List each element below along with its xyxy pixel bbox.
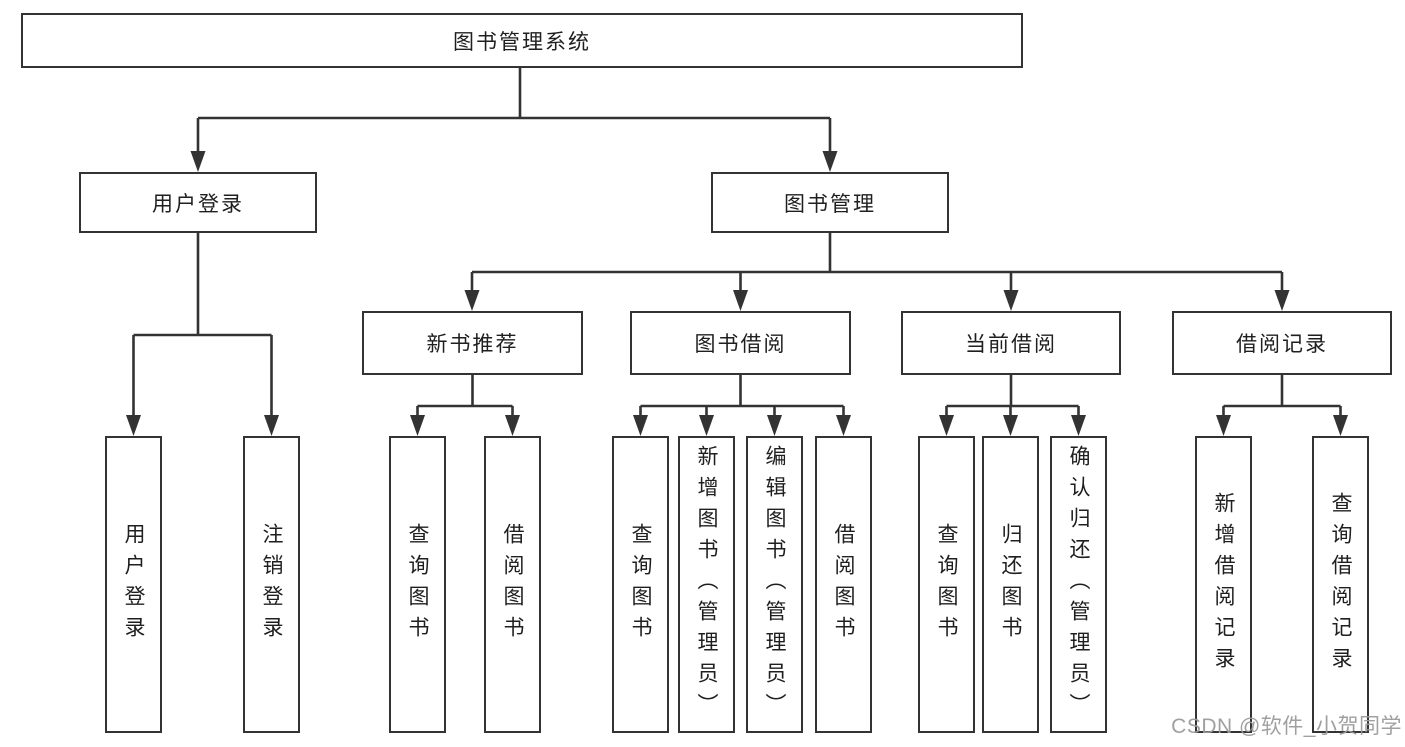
node-user-login: 用户登录 — [79, 172, 317, 233]
node-borrowing-records: 借阅记录 — [1172, 311, 1392, 375]
connector-current-borrowing-children — [939, 375, 1086, 436]
leaf-edit-books-admin: 编辑图书（管理员） — [746, 436, 803, 733]
leaf-add-books-admin: 新增图书（管理员） — [678, 436, 735, 733]
node-book-management: 图书管理 — [711, 172, 949, 233]
leaf-borrowing-borrow-books: 借阅图书 — [815, 436, 872, 733]
leaf-borrowing-query-books: 查询图书 — [612, 436, 669, 733]
connector-borrowing-records-children — [1216, 375, 1348, 436]
leaf-query-borrow-record: 查询借阅记录 — [1312, 436, 1369, 733]
connector-user-login-children — [126, 233, 279, 436]
leaf-logout: 注销登录 — [243, 436, 300, 733]
leaf-current-query-books: 查询图书 — [918, 436, 975, 733]
node-library-management-system: 图书管理系统 — [21, 13, 1023, 68]
connector-book-management-children — [464, 233, 1290, 311]
connector-root-to-level2 — [190, 68, 838, 172]
connector-book-borrowing-children — [633, 375, 851, 436]
leaf-recommend-query-books: 查询图书 — [389, 436, 446, 733]
leaf-recommend-borrow-books: 借阅图书 — [484, 436, 541, 733]
leaf-user-login: 用户登录 — [105, 436, 162, 733]
node-book-borrowing: 图书借阅 — [630, 311, 851, 375]
node-new-book-recommendation: 新书推荐 — [362, 311, 583, 375]
node-current-borrowing: 当前借阅 — [901, 311, 1121, 375]
leaf-add-borrow-record: 新增借阅记录 — [1195, 436, 1252, 733]
csdn-watermark: CSDN @软件_小贺同学 — [1171, 715, 1402, 738]
leaf-confirm-return-admin: 确认归还（管理员） — [1050, 436, 1107, 733]
connector-new-book-recommendation-children — [410, 375, 520, 436]
leaf-return-books: 归还图书 — [982, 436, 1039, 733]
